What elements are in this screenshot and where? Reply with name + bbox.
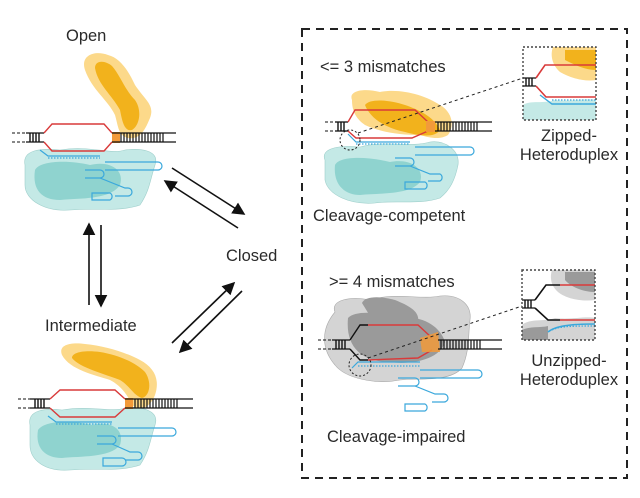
target-strand-bubble	[43, 123, 113, 152]
arrow-to-intermediate	[178, 290, 243, 354]
pam-site	[125, 398, 133, 409]
inset-label-unzipped-line1: Unzipped-	[531, 352, 607, 370]
inset-label-zipped-line2: Heteroduplex	[519, 146, 619, 164]
state-label-intermediate: Intermediate	[45, 317, 137, 335]
cleavage-impaired-complex	[318, 295, 523, 412]
state-label-open: Open	[66, 27, 107, 45]
zoom-region-marker	[348, 353, 372, 377]
arrow-to-closed	[171, 281, 236, 344]
guide-rna	[47, 415, 177, 467]
dna-basepairs-right	[120, 133, 164, 142]
zoom-pointer-line	[357, 77, 524, 134]
hnh-domain-dark	[72, 351, 150, 398]
inset-label-unzipped-line2: Heteroduplex	[519, 371, 619, 389]
inset-label-unzipped: Unzipped- Heteroduplex	[504, 352, 634, 390]
equilibrium-arrows-intermediate-closed	[171, 281, 243, 354]
arrow-to-open	[163, 180, 239, 229]
zipped-heteroduplex-inset	[522, 46, 597, 121]
guide-rna	[39, 149, 163, 201]
outcome-label-cleavage-impaired: Cleavage-impaired	[327, 428, 466, 446]
intermediate-state-complex	[18, 343, 193, 471]
unzipped-heteroduplex-inset	[521, 269, 596, 341]
rec-lobe-dark	[37, 421, 122, 458]
cleavage-competent-complex	[323, 77, 524, 204]
pam-site	[112, 132, 120, 143]
condition-label-top: <= 3 mismatches	[320, 58, 446, 76]
equilibrium-arrows-open-closed	[163, 167, 246, 229]
hnh-domain-dark	[95, 61, 140, 131]
arrow-to-closed	[171, 167, 246, 215]
inset-label-zipped: Zipped- Heteroduplex	[504, 127, 634, 165]
open-state-complex	[12, 53, 176, 211]
target-strand-bubble	[49, 389, 126, 418]
zoom-region-marker	[339, 129, 361, 151]
inset-label-zipped-line1: Zipped-	[541, 127, 597, 145]
state-label-closed: Closed	[226, 247, 278, 265]
outcome-label-cleavage-competent: Cleavage-competent	[313, 207, 466, 225]
rec-lobe-dark	[34, 161, 121, 200]
closed-state-panel-border	[301, 28, 628, 479]
condition-label-bottom: >= 4 mismatches	[329, 273, 455, 291]
dna-basepairs-left	[29, 133, 40, 142]
equilibrium-arrows-open-intermediate	[82, 222, 108, 308]
